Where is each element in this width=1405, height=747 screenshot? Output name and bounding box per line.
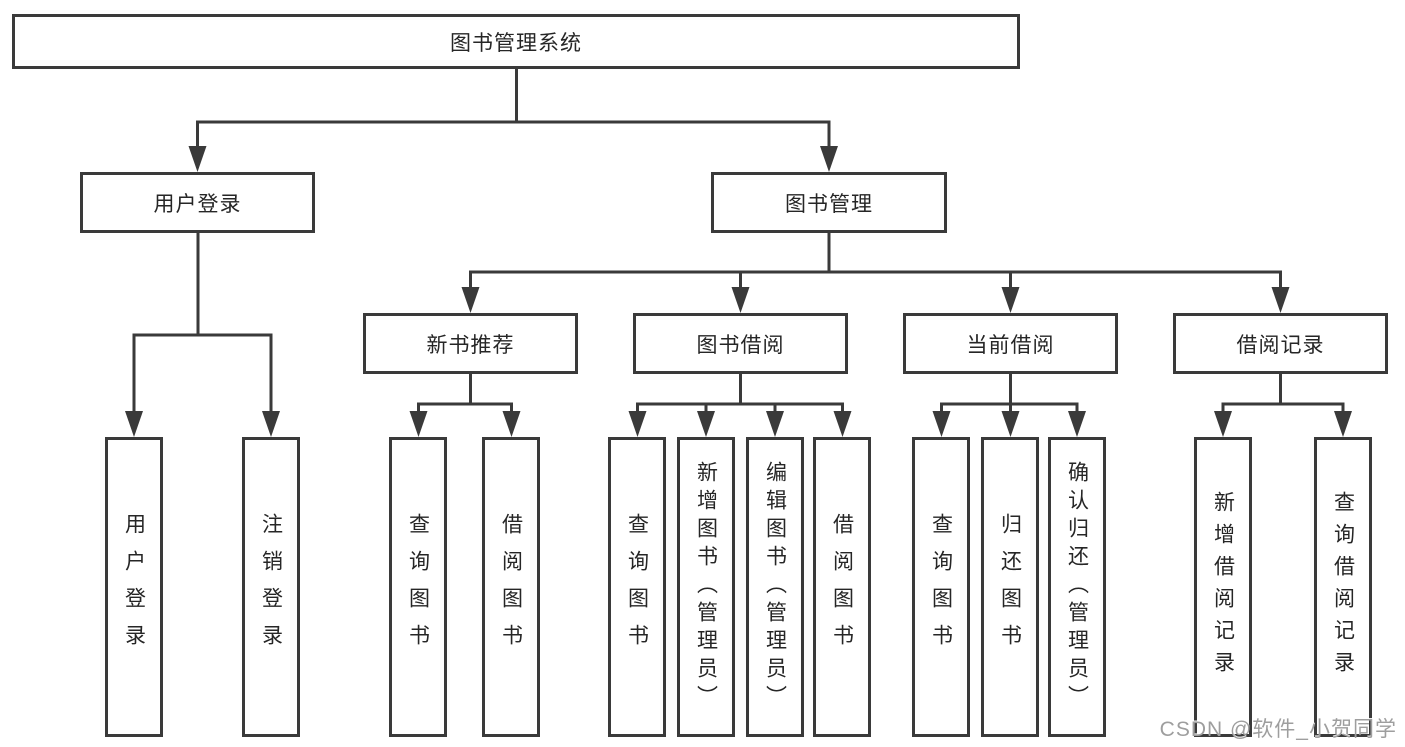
node-user-login-group: 用户登录 bbox=[80, 172, 315, 233]
leaf-query-books-borrow: 查询图书 bbox=[608, 437, 666, 737]
node-borrow-records: 借阅记录 bbox=[1173, 313, 1388, 374]
leaf-confirm-return-admin: 确认归还（管理员） bbox=[1048, 437, 1106, 737]
watermark: CSDN @软件_小贺同学 bbox=[1159, 718, 1397, 741]
leaf-borrow-books-recommend: 借阅图书 bbox=[482, 437, 540, 737]
leaf-add-books-admin: 新增图书（管理员） bbox=[677, 437, 735, 737]
node-book-borrow-label: 图书借阅 bbox=[696, 333, 785, 357]
node-current-borrow-label: 当前借阅 bbox=[966, 333, 1055, 357]
node-user-login-group-label: 用户登录 bbox=[153, 192, 242, 216]
leaf-add-books-admin-label: 新增图书（管理员） bbox=[694, 461, 718, 713]
node-book-borrow: 图书借阅 bbox=[633, 313, 848, 374]
node-new-book-recommend: 新书推荐 bbox=[363, 313, 578, 374]
leaf-return-books-label: 归还图书 bbox=[998, 513, 1022, 661]
leaf-query-books-current: 查询图书 bbox=[912, 437, 970, 737]
leaf-query-books-current-label: 查询图书 bbox=[929, 513, 953, 661]
leaf-query-books-recommend-label: 查询图书 bbox=[406, 513, 430, 661]
leaf-borrow-books-label: 借阅图书 bbox=[830, 513, 854, 661]
leaf-add-borrow-record-label: 新增借阅记录 bbox=[1211, 491, 1235, 683]
leaf-edit-books-admin: 编辑图书（管理员） bbox=[746, 437, 804, 737]
leaf-logout: 注销登录 bbox=[242, 437, 300, 737]
node-root-system-label: 图书管理系统 bbox=[450, 31, 582, 55]
leaf-edit-books-admin-label: 编辑图书（管理员） bbox=[763, 461, 787, 713]
leaf-borrow-books: 借阅图书 bbox=[813, 437, 871, 737]
leaf-query-borrow-record: 查询借阅记录 bbox=[1314, 437, 1372, 737]
node-borrow-records-label: 借阅记录 bbox=[1236, 333, 1325, 357]
leaf-query-books-borrow-label: 查询图书 bbox=[625, 513, 649, 661]
leaf-add-borrow-record: 新增借阅记录 bbox=[1194, 437, 1252, 737]
leaf-query-borrow-record-label: 查询借阅记录 bbox=[1331, 491, 1355, 683]
node-root-system: 图书管理系统 bbox=[12, 14, 1020, 69]
leaf-user-login: 用户登录 bbox=[105, 437, 163, 737]
node-new-book-recommend-label: 新书推荐 bbox=[426, 333, 515, 357]
leaf-logout-label: 注销登录 bbox=[259, 513, 283, 661]
leaf-borrow-books-recommend-label: 借阅图书 bbox=[499, 513, 523, 661]
node-current-borrow: 当前借阅 bbox=[903, 313, 1118, 374]
leaf-confirm-return-admin-label: 确认归还（管理员） bbox=[1065, 461, 1089, 713]
node-book-management: 图书管理 bbox=[711, 172, 947, 233]
node-book-management-label: 图书管理 bbox=[785, 192, 873, 216]
leaf-return-books: 归还图书 bbox=[981, 437, 1039, 737]
leaf-user-login-label: 用户登录 bbox=[122, 513, 146, 661]
leaf-query-books-recommend: 查询图书 bbox=[389, 437, 447, 737]
